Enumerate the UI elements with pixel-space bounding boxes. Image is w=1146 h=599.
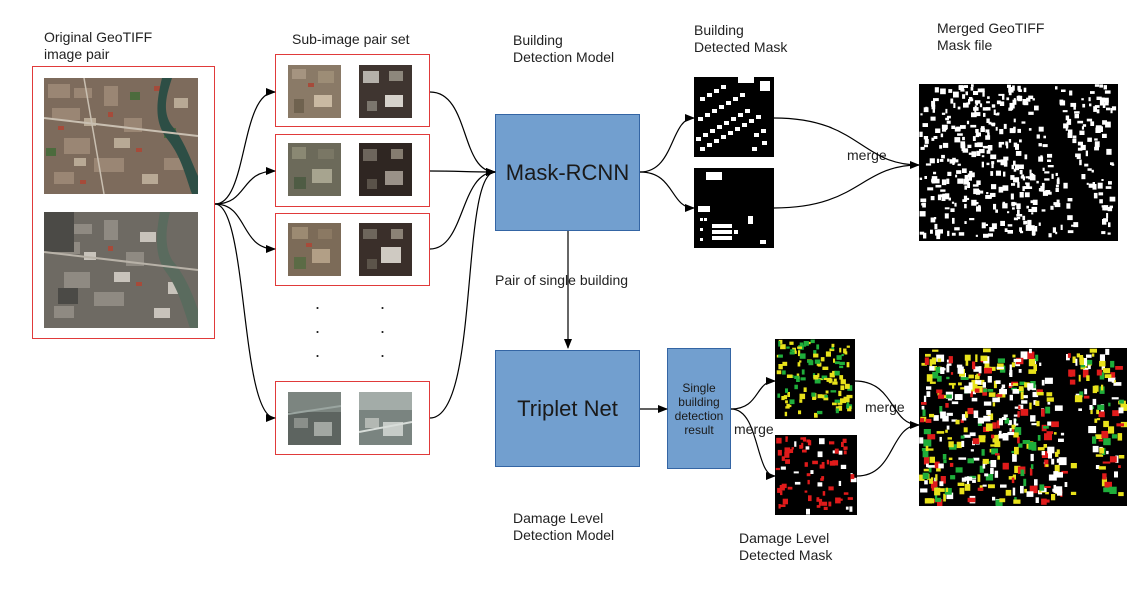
original-post-disaster-image	[44, 212, 198, 328]
arrow-result-to-damage-1	[730, 377, 776, 410]
building-mask-2	[694, 168, 774, 248]
sub-image-pair-set-label: Sub-image pair set	[292, 31, 410, 47]
building-detected-mask-label: Building Detected Mask	[694, 22, 788, 55]
arrow-sub-4-to-mask-rcnn	[429, 168, 496, 419]
arrow-result-to-damage-2	[730, 408, 776, 480]
merged-building-mask	[919, 84, 1118, 241]
ellipsis-dot: .	[380, 317, 386, 337]
arrow-mask-rcnn-to-mask-2	[639, 171, 695, 212]
sub-image-3-post	[359, 223, 412, 276]
arrow-damage-2-merge	[856, 424, 920, 477]
arrow-damage-1-merge	[854, 380, 920, 429]
ellipsis-dot: .	[380, 341, 386, 361]
triplet-net-label: Triplet Net	[517, 395, 618, 421]
building-detection-model-label: Building Detection Model	[513, 32, 615, 65]
arrow-sub-3-to-mask-rcnn	[429, 168, 496, 250]
merge-label-right: merge	[865, 399, 905, 415]
sub-image-3-pre	[288, 223, 341, 276]
merged-geotiff-mask-label: Merged GeoTIFF Mask file	[937, 20, 1045, 53]
arrow-original-to-sub-1	[214, 88, 276, 205]
building-mask-1	[694, 77, 774, 157]
damage-mask-1	[775, 339, 855, 419]
ellipsis-dot: .	[315, 341, 321, 361]
merge-label-lower: merge	[734, 421, 774, 437]
original-image-pair-label: Original GeoTIFF image pair	[44, 29, 153, 62]
arrow-sub-2-to-mask-rcnn	[429, 167, 496, 176]
damage-level-detected-mask-label: Damage Level Detected Mask	[739, 530, 833, 563]
sub-image-1-post	[359, 65, 412, 118]
ellipsis-dot: .	[315, 317, 321, 337]
single-building-result-node: Single building detection result	[667, 348, 731, 469]
arrow-original-to-sub-2	[214, 167, 276, 205]
sub-image-2-post	[359, 143, 412, 196]
arrow-original-to-sub-3	[214, 203, 276, 253]
sub-image-1-pre	[288, 65, 341, 118]
merged-damage-mask	[919, 348, 1127, 506]
ellipsis-dot: .	[315, 293, 321, 313]
mask-rcnn-node: Mask-RCNN	[495, 114, 640, 231]
single-building-result-label: Single building detection result	[674, 380, 724, 437]
arrow-mask-1-merge	[773, 117, 920, 169]
damage-mask-2	[775, 435, 857, 515]
ellipsis-dot: .	[380, 293, 386, 313]
pair-of-single-building-label: Pair of single building	[495, 272, 629, 288]
triplet-net-node: Triplet Net	[495, 350, 640, 467]
mask-rcnn-label: Mask-RCNN	[505, 159, 630, 185]
original-pre-disaster-image	[44, 78, 198, 194]
merge-label-top: merge	[847, 147, 887, 163]
damage-level-detection-model-label: Damage Level Detection Model	[513, 510, 615, 543]
arrow-mask-rcnn-to-mask-1	[639, 114, 695, 173]
arrow-original-to-sub-4	[214, 203, 276, 422]
sub-image-4-pre	[288, 392, 341, 445]
sub-image-2-pre	[288, 143, 341, 196]
sub-image-4-post	[359, 392, 412, 445]
arrow-mask-2-merge	[773, 164, 920, 209]
arrow-sub-1-to-mask-rcnn	[429, 91, 496, 176]
